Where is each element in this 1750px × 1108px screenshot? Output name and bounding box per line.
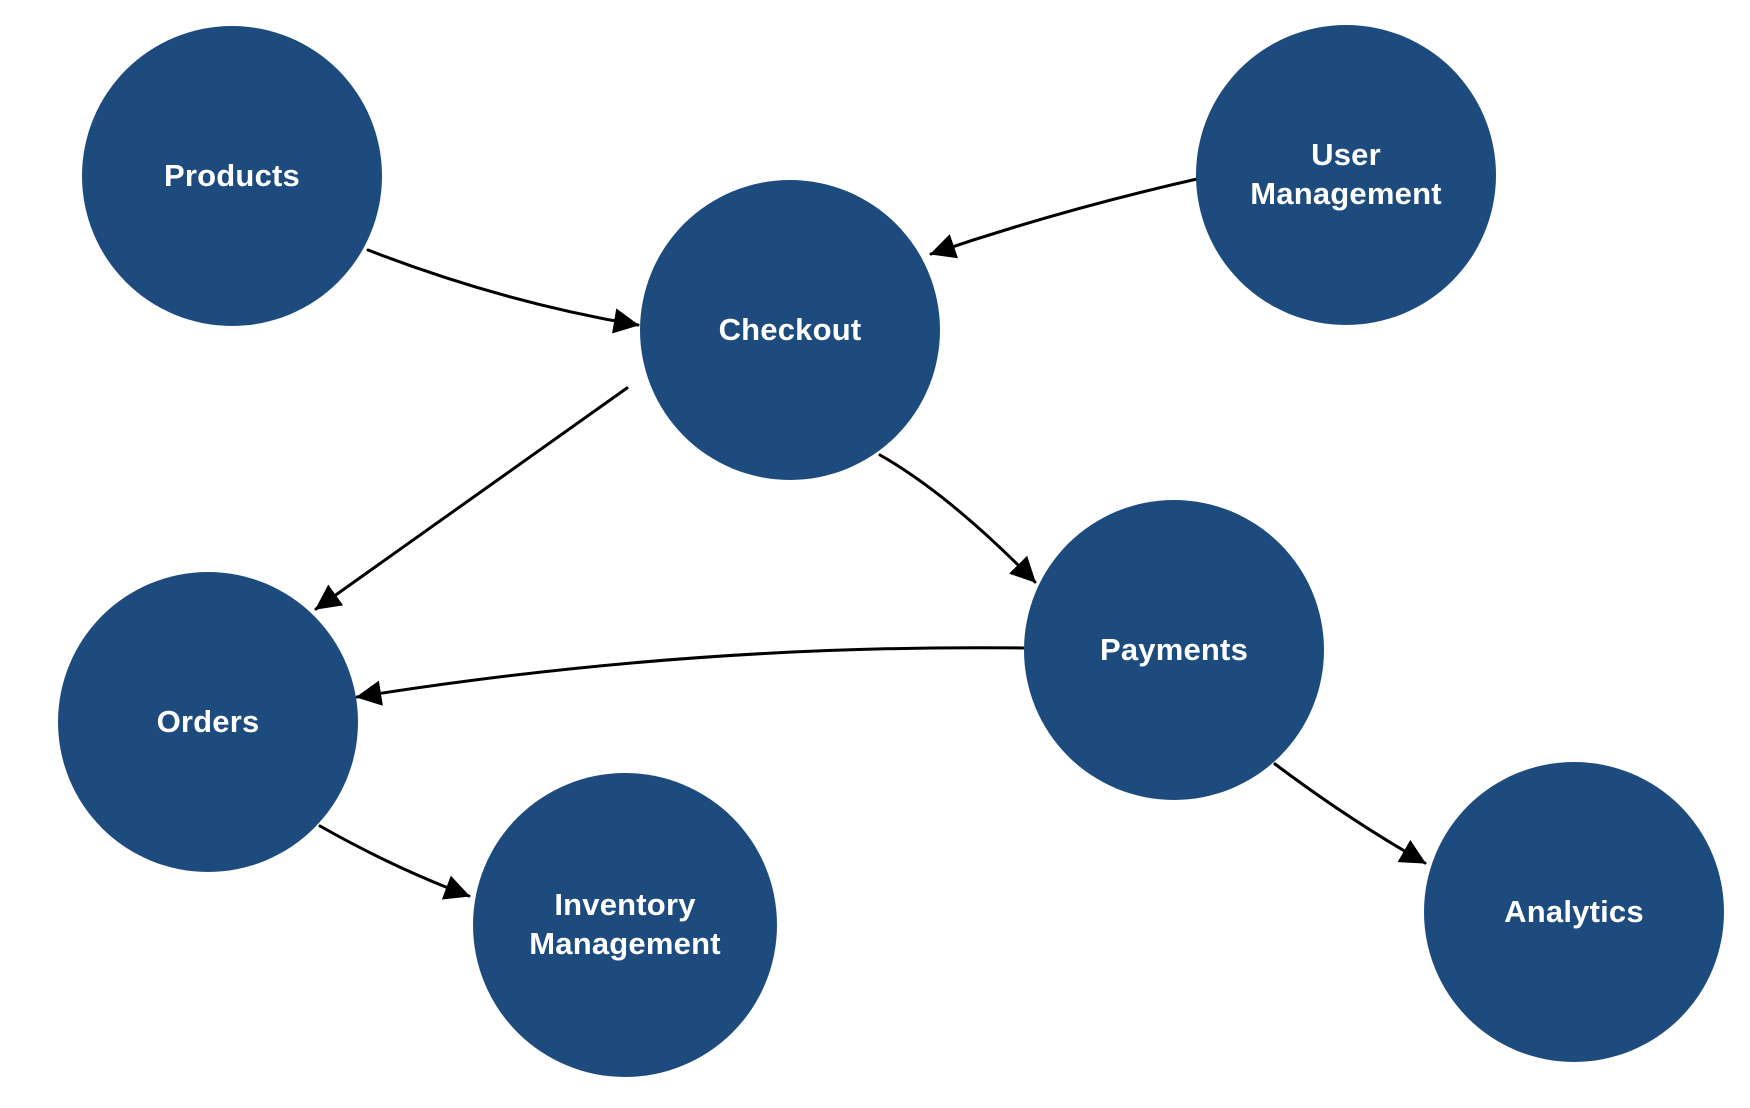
edge-orders-to-inventory-management: [318, 824, 471, 900]
node-label-products: Products: [164, 157, 300, 193]
node-label-analytics: Analytics: [1504, 893, 1644, 929]
node-user-management[interactable]: User Management: [1196, 25, 1496, 325]
node-label-checkout: Checkout: [718, 311, 862, 347]
node-analytics[interactable]: Analytics: [1424, 762, 1724, 1062]
edge-checkout-to-orders: [314, 386, 629, 611]
edge-user-management-to-checkout: [929, 177, 1199, 259]
node-checkout[interactable]: Checkout: [640, 180, 940, 480]
edge-payments-to-analytics: [1273, 762, 1427, 865]
node-products[interactable]: Products: [82, 26, 382, 326]
node-orders[interactable]: Orders: [58, 572, 358, 872]
node-label-user-management: User Management: [1250, 137, 1442, 211]
node-inventory-management[interactable]: Inventory Management: [473, 773, 777, 1077]
edge-checkout-to-payments: [878, 453, 1037, 584]
node-payments[interactable]: Payments: [1024, 500, 1324, 800]
node-label-payments: Payments: [1099, 631, 1249, 667]
node-label-inventory-management: Inventory Management: [529, 887, 721, 961]
edge-products-to-checkout: [366, 248, 640, 334]
edge-payments-to-orders: [355, 646, 1025, 706]
node-label-orders: Orders: [156, 703, 260, 739]
